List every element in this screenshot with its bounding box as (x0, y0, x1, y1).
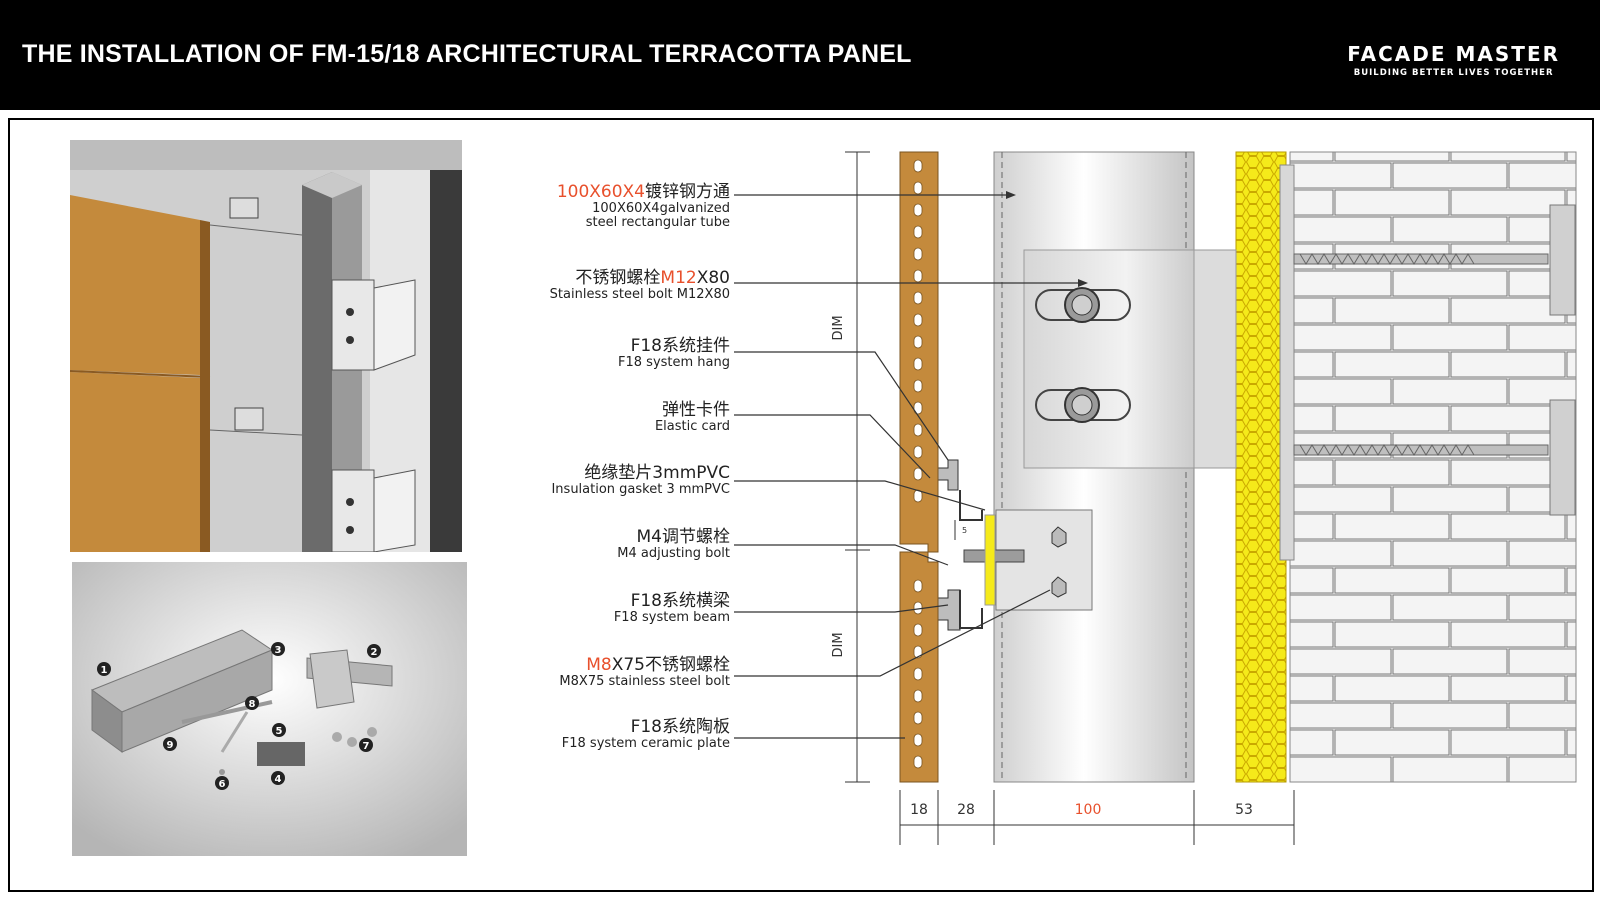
callout-m12-size: M12 (660, 268, 697, 288)
callout-tube-cn: 镀锌钢方通 (645, 182, 730, 202)
callout-beam-cn: F18系统横梁 (630, 591, 730, 611)
part-number-4: 4 (275, 774, 282, 785)
page-title: THE INSTALLATION OF FM-15/18 ARCHITECTUR… (22, 40, 912, 68)
part-number-3: 3 (275, 645, 282, 656)
part-number-7: 7 (363, 741, 370, 752)
callout-hang-en: F18 system hang (618, 355, 730, 370)
callout-elastic-en: Elastic card (654, 419, 730, 434)
callout-plate-cn: F18系统陶板 (630, 717, 730, 737)
callout-m4-en: M4 adjusting bolt (617, 546, 730, 561)
callout-system-hang: F18系统挂件 F18 system hang (618, 331, 730, 370)
part-number-6: 6 (219, 779, 226, 790)
callout-plate-en: F18 system ceramic plate (561, 736, 730, 751)
callout-m12-cn: 不锈钢螺栓 (575, 268, 661, 288)
part-number-1: 1 (101, 665, 108, 676)
callout-hang-cn: F18系统挂件 (630, 336, 730, 356)
header-bar: THE INSTALLATION OF FM-15/18 ARCHITECTUR… (0, 0, 1600, 110)
parts-kit-image: 1 2 3 4 5 6 7 8 9 (72, 562, 467, 856)
part-number-2: 2 (371, 647, 378, 658)
callout-m12-en: Stainless steel bolt M12X80 (549, 287, 730, 302)
callout-system-beam: F18系统横梁 F18 system beam (614, 586, 730, 625)
callout-m12-length: X80 (696, 268, 730, 288)
callout-tube-en1: 100X60X4galvanized (592, 201, 730, 216)
callout-m8-size: M8 (586, 655, 612, 675)
callout-elastic-card: 弹性卡件 Elastic card (655, 395, 730, 434)
callout-labels: 100X60X4镀锌钢方通 100X60X4galvanized steel r… (530, 175, 730, 775)
callout-steel-tube: 100X60X4镀锌钢方通 100X60X4galvanized steel r… (557, 177, 730, 230)
callout-m8-bolt: M8X75不锈钢螺栓 M8X75 stainless steel bolt (559, 650, 730, 689)
callout-beam-en: F18 system beam (613, 610, 730, 625)
callout-m8-cn: X75不锈钢螺栓 (611, 655, 730, 675)
callout-gasket-cn: 绝缘垫片3mmPVC (584, 463, 730, 483)
part-number-9: 9 (167, 740, 174, 751)
installation-3d-image (70, 140, 462, 552)
content-frame (8, 118, 1594, 892)
callout-m8-en: M8X75 stainless steel bolt (559, 674, 730, 689)
callout-insulation-gasket: 绝缘垫片3mmPVC Insulation gasket 3 mmPVC (551, 458, 730, 497)
callout-m4-cn: M4调节螺栓 (636, 527, 730, 547)
callout-m4-bolt: M4调节螺栓 M4 adjusting bolt (617, 522, 730, 561)
brand-name: FACADE MASTER (1347, 42, 1560, 66)
callout-elastic-cn: 弹性卡件 (662, 400, 730, 420)
part-number-8: 8 (249, 699, 256, 710)
brand-tagline: BUILDING BETTER LIVES TOGETHER (1353, 68, 1554, 78)
callout-ceramic-plate: F18系统陶板 F18 system ceramic plate (562, 712, 730, 751)
part-number-5: 5 (276, 726, 283, 737)
brand-logo: FACADE MASTER BUILDING BETTER LIVES TOGE… (1347, 42, 1560, 78)
callout-tube-size: 100X60X4 (556, 182, 645, 202)
callout-m12-bolt: 不锈钢螺栓M12X80 Stainless steel bolt M12X80 (550, 263, 730, 302)
callout-gasket-en: Insulation gasket 3 mmPVC (551, 482, 730, 497)
callout-tube-en2: steel rectangular tube (585, 215, 730, 230)
